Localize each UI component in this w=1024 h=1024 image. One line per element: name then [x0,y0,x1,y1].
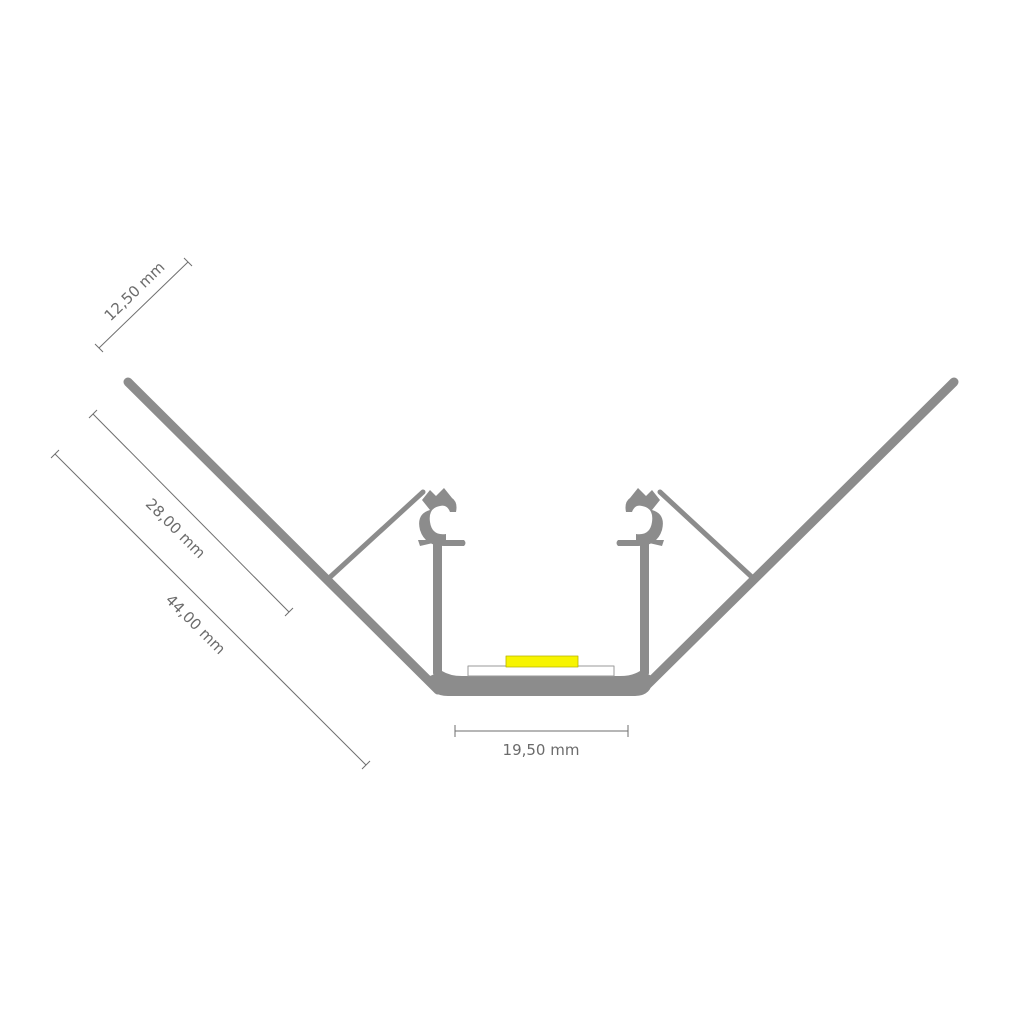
dimension-outer-leg-line [54,453,367,766]
aluminium-profile [123,377,959,696]
left-clip-hook [418,488,466,546]
right-clip-hook [616,488,664,546]
dimension-depth-tick-start [94,343,104,353]
dimension-outer-leg-tick-end [361,760,371,770]
dimension-channel-width-label: 19,50 mm [503,741,580,759]
channel-floor [445,676,637,692]
dimension-depth-line [98,261,189,349]
dimension-depth: 12,50 mm [94,257,193,353]
left-clip-socket [432,516,448,532]
right-strut [657,489,757,582]
right-inner-wall [640,540,649,676]
dimension-channel-width: 19,50 mm [454,725,629,759]
led-chip [505,655,579,668]
right-clip-socket [634,516,650,532]
right-wing [637,377,959,695]
left-inner-wall [433,540,442,676]
dimension-inner-leg-tick-start [88,409,98,419]
left-strut [325,489,426,582]
dimension-inner-leg-tick-end [284,607,294,617]
dimension-outer-leg-label: 44,00 mm [162,591,229,658]
left-wing [123,377,443,695]
dimension-depth-tick-end [183,257,193,267]
dimension-inner-leg-label: 28,00 mm [142,495,209,562]
dimension-outer-leg-tick-start [50,449,60,459]
dimension-outer-leg: 44,00 mm [50,449,371,770]
dimension-inner-leg-line [92,413,290,613]
led-strip [467,665,615,677]
